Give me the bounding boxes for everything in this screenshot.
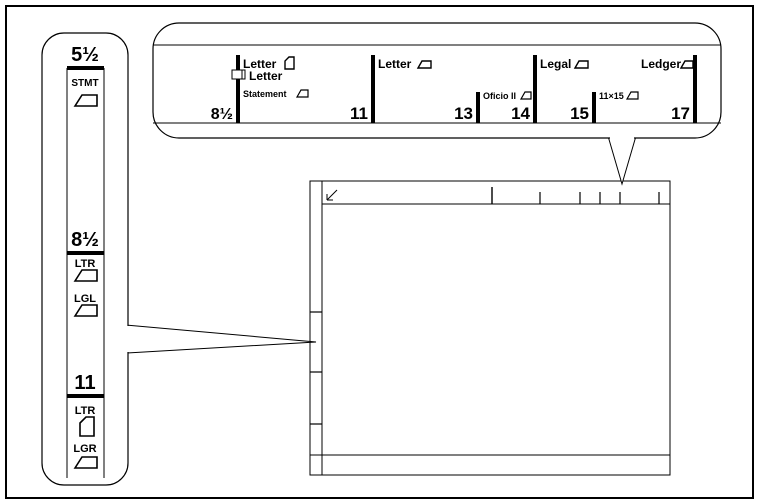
mark-11	[67, 394, 104, 398]
top-15-number: 15	[570, 104, 589, 123]
landscape-paper-icon	[73, 269, 98, 282]
side-lgl-label: LGL	[74, 293, 96, 305]
landscape-paper-icon	[573, 60, 589, 69]
top-17-number: 17	[671, 104, 690, 123]
top-11-number: 11	[350, 104, 368, 123]
mark-8half	[67, 251, 104, 255]
statement-label: Statement	[243, 89, 287, 99]
landscape-paper-icon	[73, 304, 98, 317]
mark-15	[592, 92, 596, 123]
side-11-label: 11	[74, 372, 95, 394]
landscape-paper-icon	[625, 91, 639, 100]
glass-outer	[309, 180, 671, 476]
landscape-paper-icon	[416, 60, 432, 69]
side-lgr-label: LGR	[73, 443, 96, 455]
landscape-paper-icon	[73, 94, 98, 107]
portrait-paper-icon	[284, 56, 295, 70]
side-ltr-label: LTR	[75, 258, 96, 270]
top-14-number: 14	[511, 104, 530, 123]
glass-top-scale-marks	[491, 187, 660, 204]
left-callout-pointer	[125, 324, 317, 354]
top-callout-pointer	[607, 135, 637, 186]
legal-label: Legal	[540, 57, 571, 71]
mark-11	[371, 55, 375, 123]
mark-8half	[236, 55, 240, 123]
left-callout-box	[41, 32, 129, 486]
document-glass	[309, 180, 671, 476]
side-stmt-label: STMT	[71, 78, 98, 89]
mark-13	[476, 92, 480, 123]
letter-label: Letter	[378, 57, 412, 71]
landscape-paper-icon	[295, 89, 309, 98]
portrait-paper-icon	[79, 416, 95, 437]
landscape-paper-icon	[73, 456, 98, 469]
top-13-number: 13	[454, 104, 473, 123]
landscape-paper-icon	[679, 60, 694, 69]
side-ltr-label: LTR	[75, 405, 96, 417]
paper-square-icon	[231, 69, 246, 80]
left-scale-callout: 5½ STMT 8½ LTR LGL 11 LTR LGR	[41, 32, 317, 486]
landscape-paper-icon	[519, 91, 532, 100]
top-callout-box	[152, 22, 722, 139]
mark-5half	[67, 66, 104, 70]
side-8half-label: 8½	[71, 229, 99, 251]
oficio-label: Oficio II	[483, 91, 516, 101]
mark-14	[533, 55, 537, 123]
top-8half-number: 8½	[211, 106, 233, 123]
side-5half-label: 5½	[71, 44, 99, 66]
ledger-label: Ledger	[641, 57, 681, 71]
top-scale-callout: Letter Letter Statement Letter Oficio II…	[152, 22, 722, 186]
letter-sub-label: Letter	[249, 69, 283, 83]
mark-17	[693, 55, 697, 123]
glass-left-scale-marks	[310, 311, 322, 425]
letter-r-label: Letter	[243, 57, 277, 71]
size-11x15-label: 11×15	[599, 91, 624, 101]
corner-arrow-icon	[326, 189, 338, 201]
